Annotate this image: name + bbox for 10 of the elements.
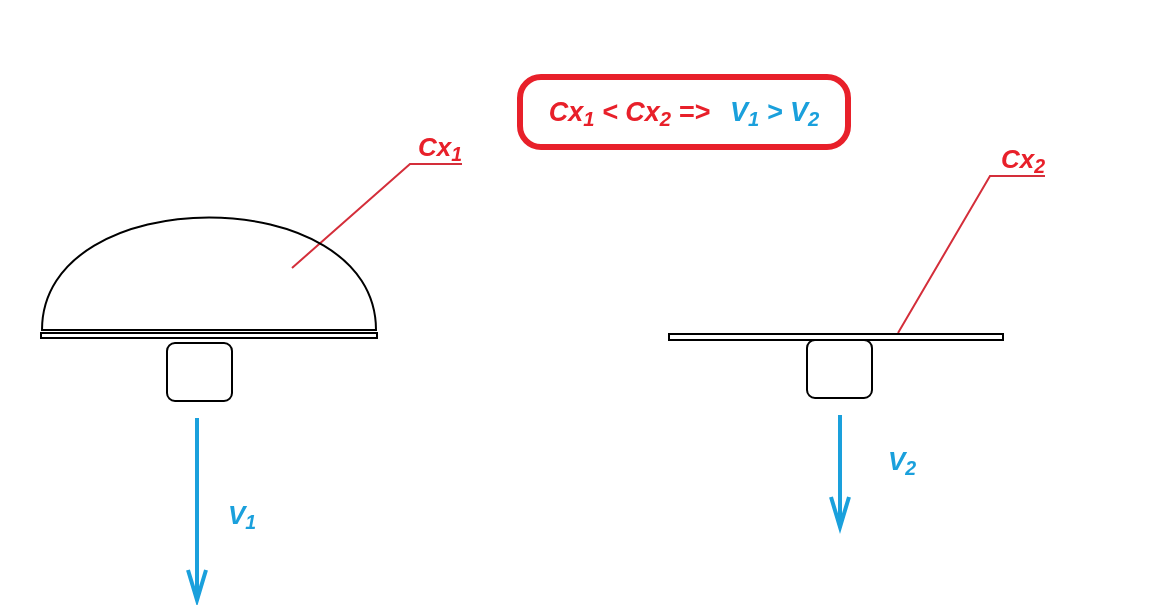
leader-line <box>897 175 1046 334</box>
flat-plate <box>668 333 1004 341</box>
callout-label: Cx$_{2}$ <box>1000 146 1045 172</box>
velocity-label: V$_{2}$ <box>888 446 917 476</box>
formula-box <box>517 74 851 150</box>
velocity-label: V$_{1}$ <box>228 500 257 530</box>
callout-label: Cx$_{1}$ <box>417 134 462 160</box>
formula-text: Cx$_{1}$ < Cx$_{2}$ => <box>548 95 711 132</box>
formula-text: V$_{1}$ > V$_{2}$ <box>730 95 820 132</box>
leader-line <box>291 163 463 269</box>
